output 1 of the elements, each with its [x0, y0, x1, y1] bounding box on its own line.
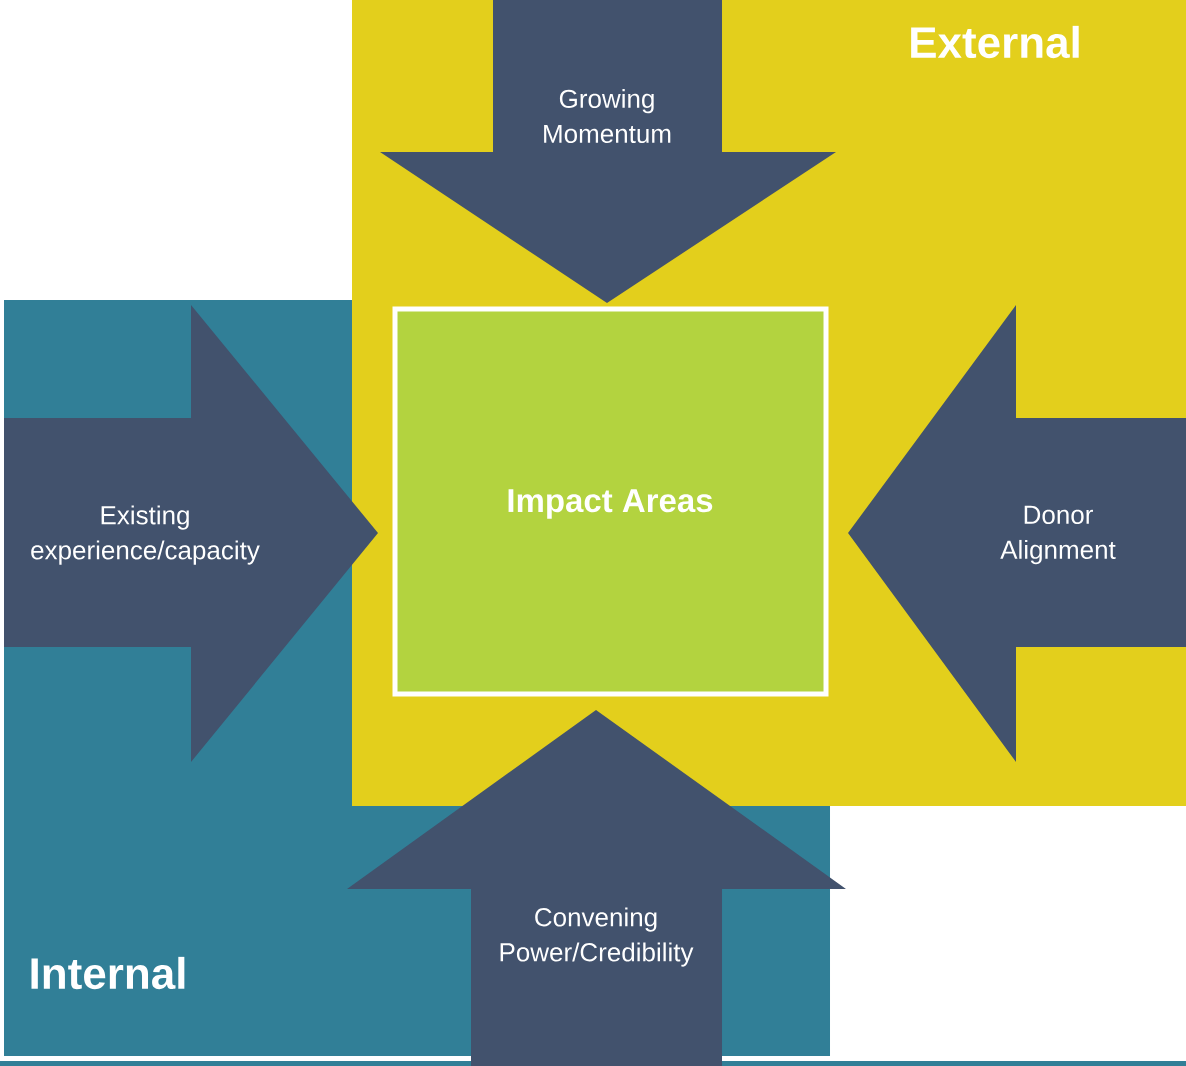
center-box: Impact Areas	[392, 306, 829, 697]
